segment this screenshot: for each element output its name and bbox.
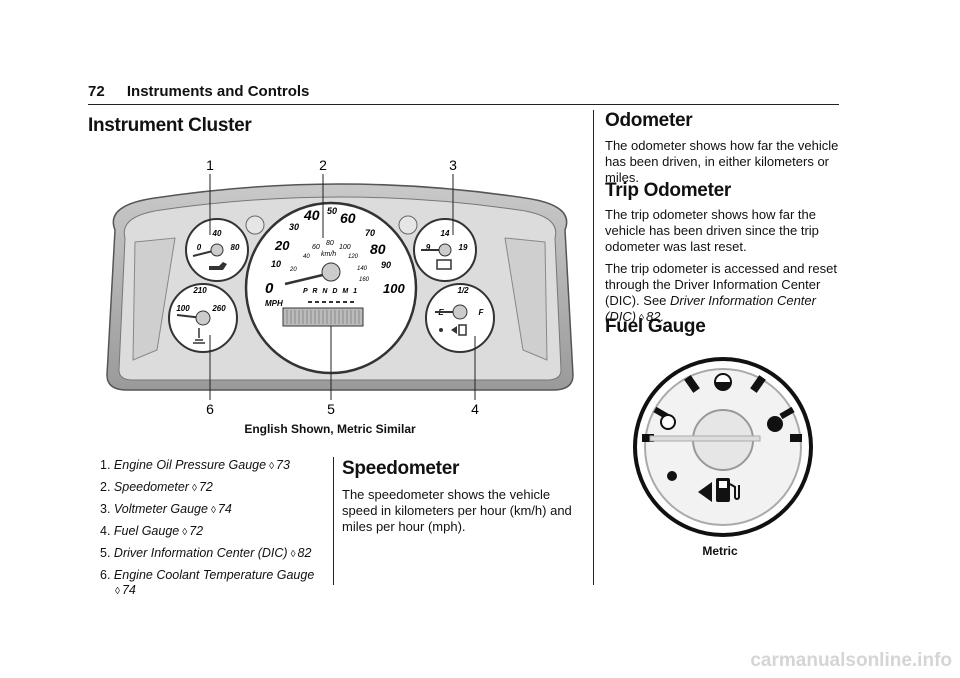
trip-odometer-body: The trip odometer shows how far the vehi… [605,207,819,254]
battery-icon [436,259,452,270]
watermark: carmanualsonline.info [750,650,952,671]
speedometer-gauge: 0 10 20 30 40 50 60 70 80 90 100 20 40 6… [244,201,418,375]
gauge-label: 40 [212,229,222,238]
list-item-link[interactable]: Speedometer [113,480,189,494]
list-item: 5. Driver Information Center (DIC)◊82 [100,546,312,560]
list-item-link[interactable]: Fuel Gauge [113,524,180,538]
kmh-label: 160 [359,277,370,283]
speed-label: 30 [289,222,299,232]
speed-label: 90 [381,260,391,270]
page-ref-icon: ◊ [191,483,197,494]
list-item-link[interactable]: Driver Information Center (DIC) [113,546,288,560]
gauge-label: 100 [176,304,190,313]
list-item: 4. Fuel Gauge◊72 [100,524,204,538]
instrument-cluster-figure: 40 0 80 210 100 260 0 10 20 30 40 50 60 … [106,157,574,417]
list-item-link[interactable]: Voltmeter Gauge [113,502,208,516]
callout-6: 6 [206,401,214,417]
callout-4: 4 [471,401,479,417]
list-item-link[interactable]: Engine Coolant Temperature Gauge [113,568,315,582]
gauge-label: 260 [211,304,226,313]
prndl-indicator: P R N D M 1 [303,288,359,295]
fuel-pump-icon [458,324,467,336]
gauge-label: 9 [426,243,431,252]
gauge-label: 80 [231,243,240,252]
trip-odometer-heading: Trip Odometer [605,180,731,201]
oil-pressure-gauge: 40 0 80 [185,218,249,282]
list-item: 2. Speedometer◊72 [100,480,213,494]
list-item: 6. Engine Coolant Temperature Gauge◊74 [100,568,315,597]
speed-label: 50 [327,206,337,216]
kmh-label: 20 [289,267,297,273]
speed-label: 0 [265,280,274,297]
page-ref-icon: ◊ [639,313,644,324]
column-divider [333,457,334,585]
section-title: Instruments and Controls [126,83,310,100]
fuel-gauge: 1/2 E F [425,283,495,353]
kmh-label: 40 [303,254,310,260]
fuel-gauge-heading: Fuel Gauge [605,316,706,337]
page-ref-icon: ◊ [115,586,120,597]
instrument-cluster-heading: Instrument Cluster [88,115,252,136]
kmh-label: 140 [357,266,368,272]
page-ref-icon: ◊ [269,461,275,472]
gauge-label: 0 [197,243,202,252]
kmh-label: 80 [326,240,334,247]
page-header: 72 Instruments and Controls [88,83,309,100]
speed-label: 10 [271,259,281,269]
callout-2: 2 [319,157,327,173]
page-ref-icon: ◊ [210,505,216,516]
kmh-label: 120 [348,254,359,260]
callout-list: 1. Engine Oil Pressure Gauge◊73 2. Speed… [100,458,325,605]
speed-label: 20 [274,238,290,253]
speed-label: 100 [383,281,405,296]
mph-unit: MPH [265,299,283,308]
speed-label: 80 [370,241,386,257]
oil-can-icon [209,262,227,270]
list-item: 1. Engine Oil Pressure Gauge◊73 [100,458,290,472]
gauge-label: 14 [441,229,450,238]
page-ref-icon: ◊ [290,549,296,560]
fuel-gauge-figure [633,357,813,537]
trip-odometer-body-2: The trip odometer is accessed and reset … [605,261,837,324]
speedometer-heading: Speedometer [342,458,460,479]
callout-3: 3 [449,157,457,173]
speedometer-body: The speedometer shows the vehicle speed … [342,487,572,534]
kmh-label: 100 [339,244,351,251]
full-indicator-icon [767,416,783,432]
callout-1: 1 [206,157,214,173]
speed-label: 60 [340,210,356,226]
gauge-label: F [479,308,485,317]
dic-link[interactable]: Driver Information Center (DIC) [605,293,816,324]
column-divider [593,110,594,585]
page-ref-icon: ◊ [182,527,188,538]
fuel-door-arrow-icon [451,326,457,334]
page-number: 72 [88,83,105,100]
kmh-label: 60 [312,244,320,251]
voltmeter-gauge: 14 9 19 [413,218,477,282]
fuel-door-arrow-icon [698,482,712,502]
odometer-body: The odometer shows how far the vehicle h… [605,138,839,185]
thermometer-icon [193,328,205,344]
list-item: 3. Voltmeter Gauge◊74 [100,502,232,516]
fuel-figure-caption: Metric [702,544,738,558]
gauge-needle [649,435,761,442]
odometer-heading: Odometer [605,110,693,131]
empty-indicator-icon [660,414,676,430]
coolant-temp-gauge: 210 100 260 [168,283,238,353]
speed-label: 40 [303,207,320,223]
figure-caption: English Shown, Metric Similar [244,422,416,436]
callout-5: 5 [327,401,335,417]
list-item-link[interactable]: Engine Oil Pressure Gauge [113,458,267,472]
gauge-label: 19 [459,243,468,252]
gauge-label: 1/2 [457,286,469,295]
gauge-label: 210 [192,286,207,295]
header-rule [88,104,839,105]
kmh-unit: km/h [321,251,336,258]
speed-label: 70 [365,228,375,238]
